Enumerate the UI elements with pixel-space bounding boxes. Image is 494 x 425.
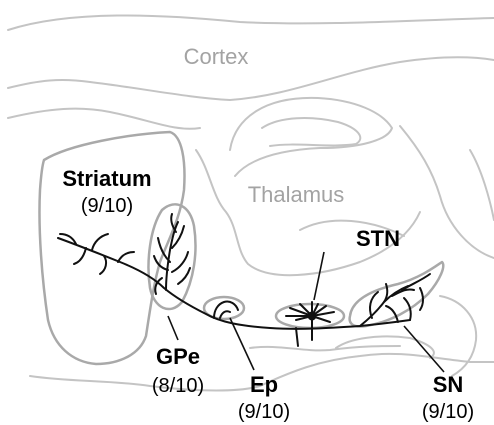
hippocampus-inner [262, 118, 360, 146]
cortex-outline-second [8, 57, 494, 100]
gpe-leader [168, 316, 178, 340]
striatal-branch-2 [92, 234, 108, 250]
striatal-branch-4 [118, 252, 134, 262]
cerebellum-outline [470, 150, 494, 220]
pons-outline [440, 296, 476, 376]
ep-arbor-1 [214, 301, 238, 318]
gpe-arbor-7 [178, 268, 190, 284]
sn-name: SN [433, 372, 464, 397]
gpe-count: (8/10) [152, 375, 204, 397]
gpe-arbor-4 [172, 252, 188, 272]
striatum-name: Striatum [62, 166, 151, 191]
fissure-right [400, 126, 494, 258]
ep-name: Ep [250, 372, 278, 397]
cortex-outline-third [8, 109, 200, 129]
ventral-outline [250, 346, 400, 350]
thalamus-label: Thalamus [248, 182, 345, 207]
main-axon [58, 238, 410, 329]
cortex-outline-top [8, 15, 494, 30]
ep-count: (9/10) [238, 401, 290, 423]
ep-arbor-2 [220, 311, 230, 318]
sn-leader [404, 326, 444, 372]
sn-arbor-5 [404, 298, 411, 320]
gpe-name: GPe [156, 344, 200, 369]
sn-count: (9/10) [422, 401, 474, 423]
label-group: Cortex Thalamus Striatum (9/10) GPe (8/1… [62, 44, 474, 423]
hippocampus-outline [230, 98, 392, 176]
stn-leader [314, 252, 324, 300]
striatal-branch-5 [74, 248, 86, 264]
cortex-label: Cortex [184, 44, 249, 69]
striatum-count: (9/10) [81, 195, 133, 217]
stn-side-branch [296, 328, 298, 346]
stn-name: STN [356, 226, 400, 251]
striatal-branch-3 [100, 256, 106, 274]
thalamus-outline [196, 150, 420, 275]
